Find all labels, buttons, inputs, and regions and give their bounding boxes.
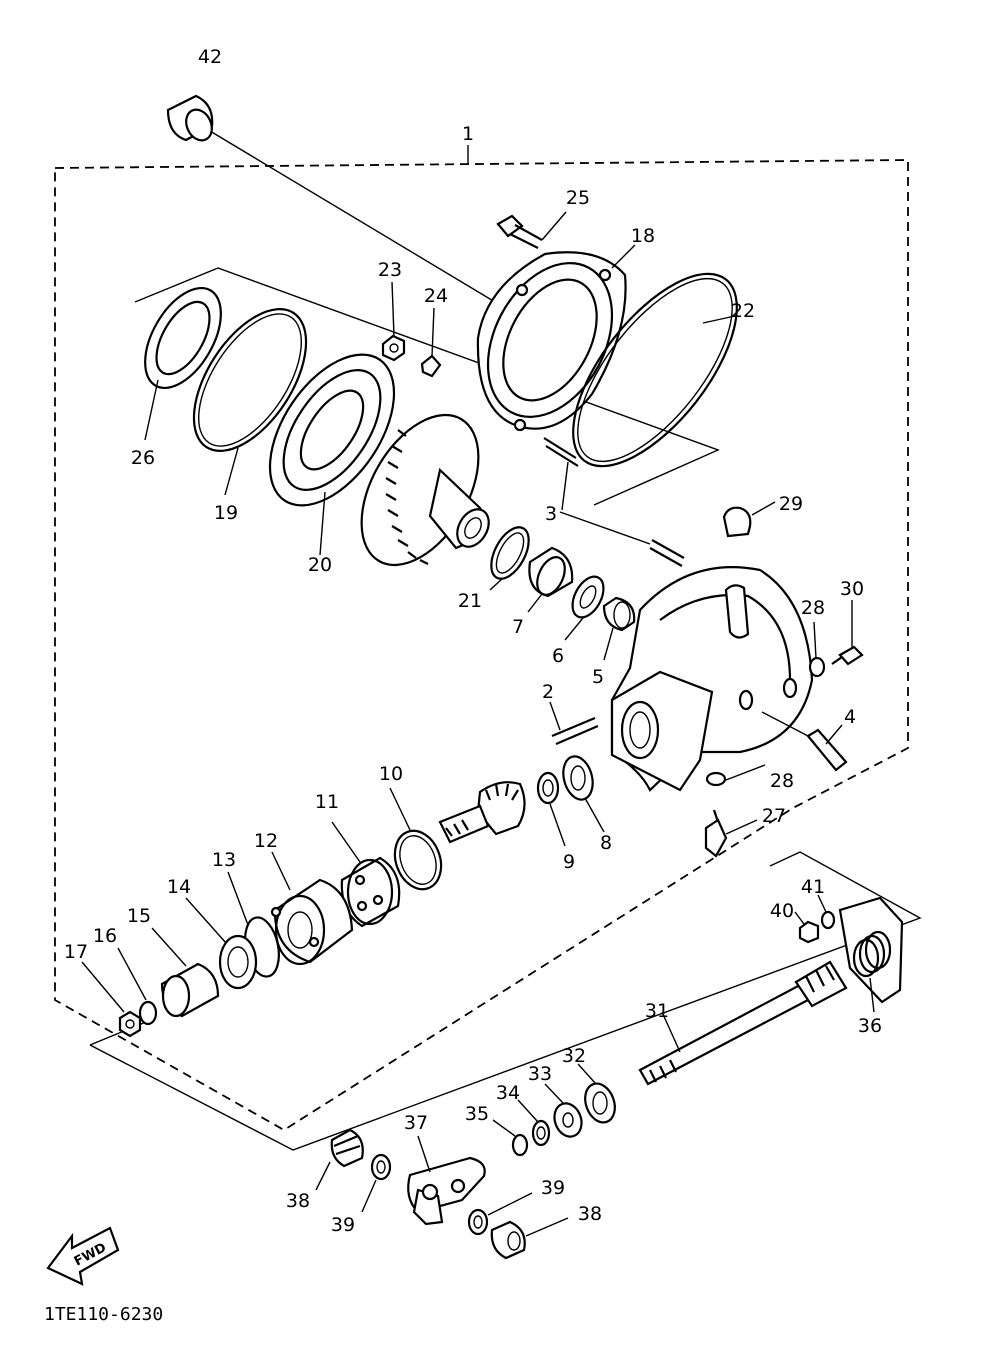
part-7-bearing (527, 546, 574, 613)
part-number-label: 11 (315, 791, 339, 813)
part-number-label: 16 (93, 925, 117, 947)
part-number-label: 39 (541, 1177, 565, 1199)
part-number-label: 29 (779, 493, 803, 515)
part-42-bushing (166, 94, 214, 142)
part-number-label: 6 (552, 645, 564, 667)
part-35-circlip (492, 1119, 529, 1157)
part-number-label: 30 (840, 578, 864, 600)
part-number-label: 28 (770, 770, 794, 792)
part-39-circlip-right (467, 1192, 533, 1236)
part-27-bolt (704, 809, 758, 858)
part-34-washer (517, 1099, 551, 1147)
part-number-label: 38 (578, 1203, 602, 1225)
part-number-label: 31 (645, 1000, 669, 1022)
part-9-collar (536, 771, 566, 847)
part-number-label: 17 (64, 941, 88, 963)
part-21-shim (489, 526, 530, 591)
assembly-boundary (54, 145, 909, 1132)
part-number-label: 39 (331, 1214, 355, 1236)
part-number-label: 28 (801, 597, 825, 619)
part-24-washer (420, 307, 442, 378)
part-number-label: 26 (131, 447, 155, 469)
part-number-label: 10 (379, 763, 403, 785)
part-number-label: 19 (214, 502, 238, 524)
part-number-label: 14 (167, 876, 191, 898)
part-17-nut (81, 961, 142, 1038)
leader-42 (204, 127, 501, 306)
part-4-dowel (761, 711, 848, 772)
part-38-bearing-cup-right (490, 1217, 569, 1260)
part-number-label: 24 (424, 285, 448, 307)
part-41-washer (817, 894, 836, 930)
part-number-label: 9 (563, 851, 575, 873)
part-number-labels: 1234567891011121314151617181920212223242… (64, 46, 882, 1236)
part-number-label: 1 (462, 123, 474, 145)
part-number-label: 15 (127, 905, 151, 927)
part-22-o-ring (572, 272, 738, 468)
part-number-label: 27 (762, 805, 786, 827)
part-number-label: 34 (496, 1082, 520, 1104)
part-number-label: 21 (458, 590, 482, 612)
final-gear-case (610, 566, 814, 792)
part-29-plug (722, 501, 776, 538)
part-number-label: 12 (254, 830, 278, 852)
part-12-bearing-housing (270, 851, 354, 966)
part-19-o-ring (192, 308, 308, 496)
part-16-washer (117, 947, 158, 1026)
part-number-label: 40 (770, 900, 794, 922)
ring-gear (360, 413, 490, 567)
part-number-label: 36 (858, 1015, 882, 1037)
part-number-label: 8 (600, 832, 612, 854)
part-40-nut (794, 911, 820, 944)
part-39-circlip-left (361, 1153, 392, 1213)
part-28-washer-upper (808, 621, 826, 678)
part-33-washer (544, 1083, 583, 1138)
part-number-label: 13 (212, 849, 236, 871)
part-number-label: 20 (308, 554, 332, 576)
part-30-bolt (831, 600, 864, 666)
part-6-washer (564, 575, 605, 641)
part-number-label: 42 (198, 46, 222, 68)
part-number-label: 33 (528, 1063, 552, 1085)
part-number-label: 7 (512, 616, 524, 638)
part-32-oil-seal (577, 1063, 616, 1124)
part-number-label: 4 (844, 706, 856, 728)
part-number-label: 25 (566, 187, 590, 209)
fwd-arrow-icon: FWD (46, 1226, 120, 1286)
part-20-bearing (268, 353, 396, 556)
part-number-label: 38 (286, 1190, 310, 1212)
part-26-oil-seal (144, 286, 222, 441)
part-28-washer-lower (705, 764, 766, 787)
part-37-universal-joint (407, 1135, 486, 1226)
part-8-bearing (562, 755, 605, 833)
part-36-spring (838, 896, 904, 1013)
part-number-label: 41 (801, 876, 825, 898)
part-number-label: 35 (465, 1103, 489, 1125)
part-10-shim (389, 787, 443, 891)
part-14-oil-seal (185, 897, 258, 990)
part-number-label: 18 (631, 225, 655, 247)
part-23-nut (381, 281, 406, 362)
part-15-coupling (151, 927, 220, 1018)
part-number-label: 37 (404, 1112, 428, 1134)
part-5-collar (602, 596, 636, 661)
part-31-drive-shaft (638, 960, 848, 1086)
part-number-label: 22 (731, 300, 755, 322)
part-number-label: 2 (542, 681, 554, 703)
part-3-stud (543, 437, 685, 567)
part-38-bearing-cup-left (315, 1128, 364, 1191)
bearing-group-box (134, 267, 720, 506)
pinion-gear (438, 781, 526, 844)
diagram-code: 1TE110-6230 (44, 1304, 163, 1325)
part-number-label: 3 (545, 503, 557, 525)
part-number-label: 32 (562, 1045, 586, 1067)
part-25-bolt (496, 211, 567, 249)
part-2-stud (549, 701, 599, 746)
part-number-label: 23 (378, 259, 402, 281)
part-11-bearing (331, 821, 401, 928)
part-number-label: 5 (592, 666, 604, 688)
part-18-retainer-housing (476, 244, 636, 432)
